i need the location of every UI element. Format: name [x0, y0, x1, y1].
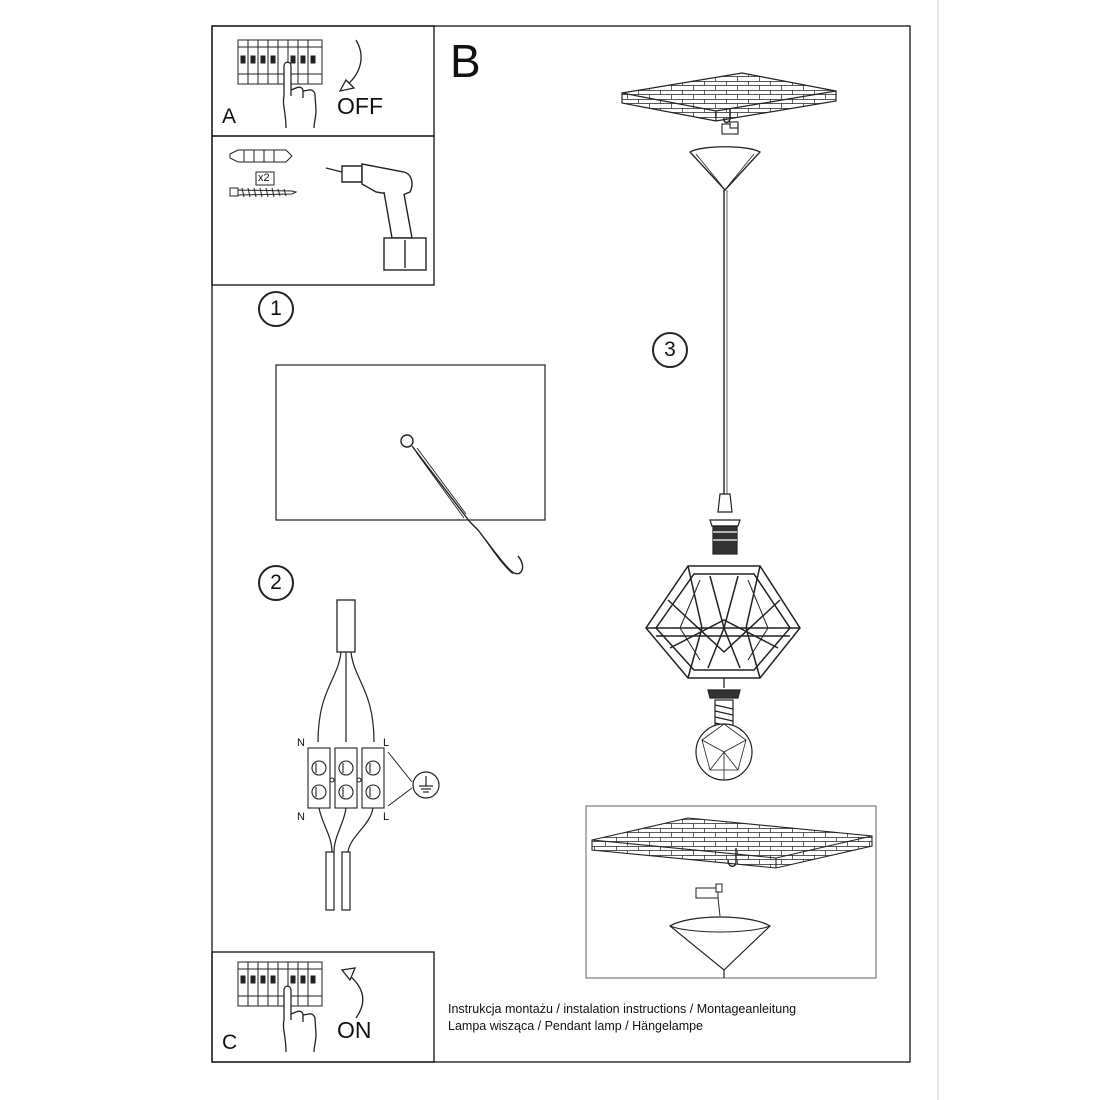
screw-icon [229, 187, 298, 198]
lamp-canopy [688, 146, 762, 191]
hook-icon [400, 434, 524, 575]
caption-line-2: Lampa wisząca / Pendant lamp / Hängelamp… [448, 1019, 704, 1033]
bulb-icon [695, 689, 753, 781]
circuit-breaker-icon-c [237, 961, 323, 1007]
ceiling-hook [723, 108, 731, 124]
caption-line-1: Instrukcja montażu / instalation instruc… [448, 1002, 797, 1016]
drill-icon [325, 163, 427, 271]
switch-on-arrow-icon [349, 975, 364, 1019]
terminal-block-icon [307, 747, 385, 809]
ceiling-detail-box [275, 364, 546, 521]
inset-canopy [668, 916, 771, 971]
ceiling-plate [621, 72, 837, 122]
lamp-shade-frame [645, 565, 801, 679]
panel-b-letter: B [450, 35, 481, 87]
inset-ceiling-plate [591, 817, 873, 869]
terminal-l-bottom: L [383, 811, 390, 823]
step-1-badge: 1 [258, 291, 294, 327]
inset-cable-clamp [695, 883, 723, 899]
switch-on-arrow-head [340, 967, 357, 982]
multiplier-box [255, 171, 275, 186]
panel-a-letter: A [222, 105, 237, 128]
step-2-badge: 2 [258, 565, 294, 601]
terminal-n-top: N [297, 737, 305, 749]
ground-symbol-icon [412, 771, 440, 799]
switch-on-label: ON [337, 1017, 372, 1043]
lamp-socket [709, 493, 741, 555]
inset-detail-box [585, 805, 877, 979]
cable-sheath [336, 599, 356, 653]
switch-off-label: OFF [337, 93, 383, 119]
lamp-wires [318, 807, 374, 911]
ground-leader-lines [387, 751, 413, 807]
inset-hook [727, 848, 737, 867]
terminal-n-bottom: N [297, 811, 305, 823]
switch-off-arrow-head [338, 78, 356, 92]
cable-wires [317, 651, 375, 743]
terminal-l-top: L [383, 737, 390, 749]
circuit-breaker-icon [237, 39, 323, 85]
hand-icon [282, 61, 317, 129]
panel-c-box [211, 951, 435, 1063]
multiplier-label: x2 [258, 172, 270, 184]
panel-tools-box [211, 135, 435, 286]
switch-off-arrow-icon [346, 39, 362, 86]
step-3-badge: 3 [652, 332, 688, 368]
wall-plug-icon [229, 149, 293, 163]
hand-icon-c [282, 985, 317, 1053]
cable-clamp [721, 121, 739, 135]
panel-c-letter: C [222, 1031, 238, 1054]
outer-frame [211, 25, 911, 1063]
